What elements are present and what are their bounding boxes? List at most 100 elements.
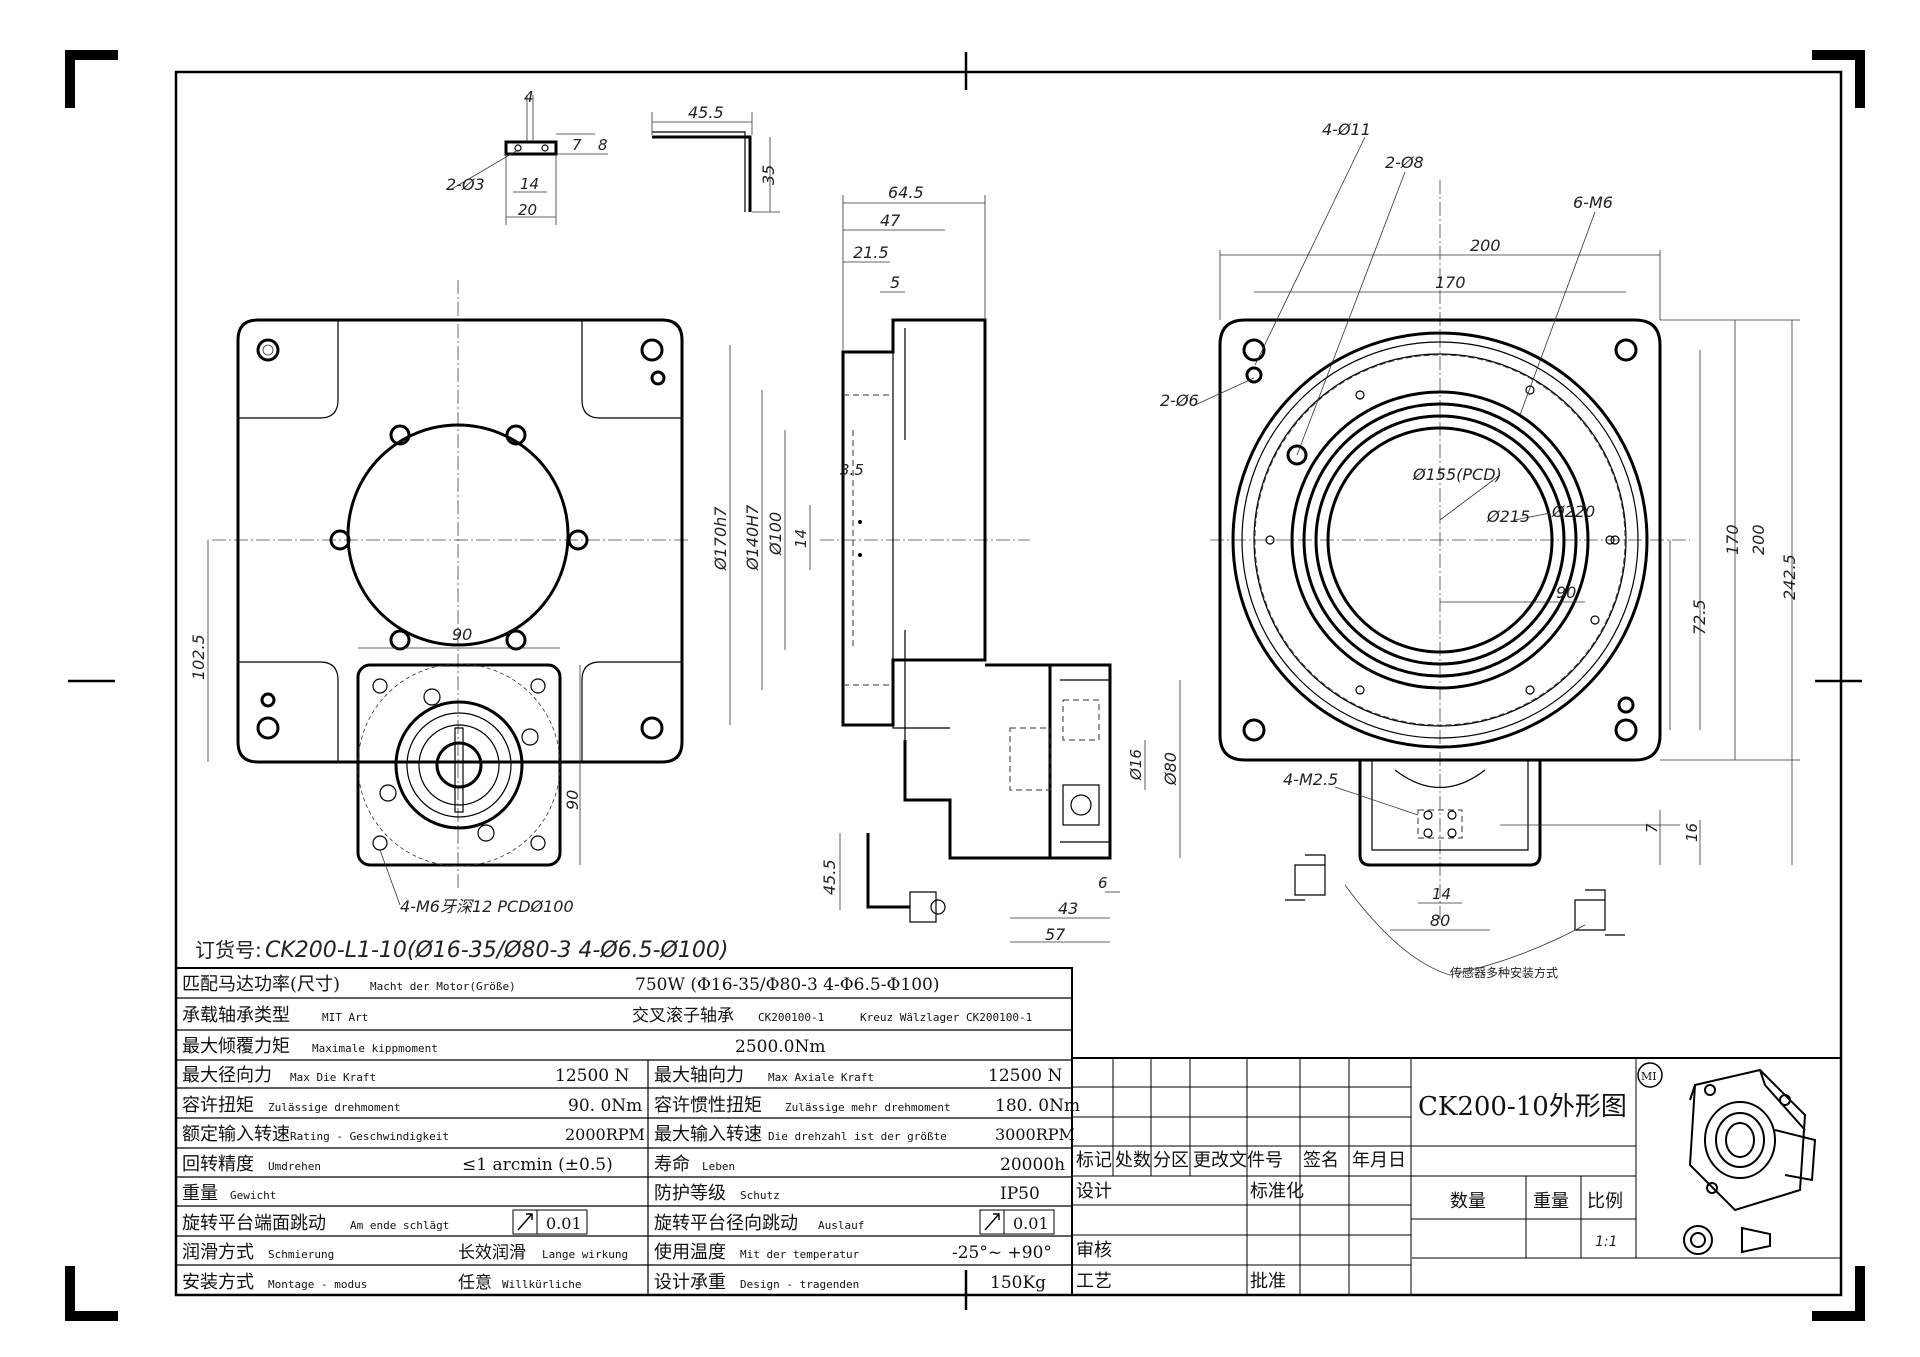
header-count: 处数 — [1115, 1150, 1151, 1171]
dim-side-100: Ø100 — [766, 512, 785, 556]
order-number: 订货号: CK200-L1-10(Ø16-35/Ø80-3 4-Ø6.5-Ø10… — [195, 938, 728, 963]
spec-max-speed-de: Die drehzahl ist der größte — [768, 1130, 947, 1143]
spec-axial-force-value: 12500 N — [988, 1066, 1062, 1086]
spec-motor-cn: 匹配马达功率(尺寸) — [182, 974, 340, 995]
spec-mounting-de: Montage - modus — [268, 1278, 367, 1291]
dim-side-80: Ø80 — [1161, 752, 1180, 786]
spec-axial-force-de: Max Axiale Kraft — [768, 1071, 874, 1084]
top-view: 4-Ø11 2-Ø8 6-M6 200 170 2-Ø6 Ø155(PCD) Ø… — [1160, 120, 1800, 980]
dim-angle-35: 35 — [759, 165, 778, 185]
dim-side-47: 47 — [880, 211, 901, 230]
dim-bracket-4: 4 — [524, 88, 534, 106]
spec-rated-speed-de: Rating - Geschwindigkeit — [290, 1130, 449, 1143]
dim-bracket-7: 7 — [572, 136, 582, 154]
dim-top-16: 16 — [1683, 823, 1701, 842]
dim-top-72-5: 72.5 — [1690, 599, 1709, 635]
dim-bracket-14: 14 — [520, 175, 539, 193]
spec-radial-force-value: 12500 N — [555, 1066, 629, 1086]
spec-lubrication-value: Lange wirkung — [542, 1248, 628, 1261]
corner-marks — [65, 50, 1865, 1321]
spec-tilting-de: Maximale kippmoment — [312, 1042, 438, 1055]
spec-radial-runout-de: Auslauf — [818, 1219, 864, 1232]
spec-inertia-torque-cn: 容许惯性扭矩 — [654, 1095, 762, 1116]
sensor-note: 传感器多种安装方式 — [1450, 965, 1558, 980]
small-bracket-view: 4 7 8 2-Ø3 14 20 — [446, 88, 608, 225]
dim-top-4-11: 4-Ø11 — [1322, 120, 1371, 139]
dim-front-thread-holes: 4-M6牙深12 PCDØ100 — [400, 897, 574, 916]
spec-protection-cn: 防护等级 — [654, 1183, 726, 1204]
dim-top-7: 7 — [1643, 823, 1661, 833]
spec-protection-value: IP50 — [1000, 1184, 1040, 1204]
dim-bracket-8: 8 — [598, 136, 608, 154]
runout-arrow-icon — [517, 1213, 533, 1231]
drawing-title: CK200-10外形图 — [1418, 1092, 1627, 1122]
spec-motor-de: Macht der Motor(Größe) — [370, 980, 516, 993]
dim-side-16: Ø16 — [1127, 749, 1145, 781]
spec-inertia-torque-de: Zulässige mehr drehmoment — [785, 1101, 951, 1114]
spec-accuracy-de: Umdrehen — [268, 1160, 321, 1173]
spec-life-cn: 寿命 — [654, 1154, 690, 1175]
spec-tilting-value: 2500.0Nm — [735, 1037, 825, 1057]
spec-table: 匹配马达功率(尺寸) Macht der Motor(Größe) 750W (… — [175, 967, 1080, 1296]
dim-top-200-v: 200 — [1749, 524, 1768, 555]
spec-bearing-de: MIT Art — [322, 1011, 368, 1024]
dim-front-90-h: 90 — [452, 625, 472, 644]
dim-top-2-8: 2-Ø8 — [1385, 153, 1424, 172]
dim-side-3-5: 3.5 — [840, 461, 864, 479]
company-logo: MI — [1637, 1062, 1663, 1088]
role-review: 审核 — [1076, 1240, 1112, 1261]
spec-axial-runout-cn: 旋转平台端面跳动 — [182, 1213, 326, 1234]
spec-axial-force-cn: 最大轴向力 — [654, 1065, 744, 1086]
dim-side-5: 5 — [890, 273, 900, 292]
spec-design-load-value: 150Kg — [990, 1273, 1046, 1293]
spec-radial-runout-value: 0.01 — [1013, 1214, 1049, 1233]
dim-side-6: 6 — [1098, 874, 1108, 892]
side-view: 64.5 47 21.5 5 Ø170h7 Ø140H7 Ø100 3.5 14… — [711, 183, 1181, 944]
spec-motor-value: 750W (Φ16-35/Φ80-3 4-Φ6.5-Φ100) — [635, 975, 939, 995]
spec-accuracy-cn: 回转精度 — [182, 1154, 254, 1175]
spec-bearing-value-cn-sub: CK200100-1 — [758, 1011, 824, 1024]
spec-max-speed-cn: 最大输入转速 — [654, 1124, 762, 1145]
spec-torque-cn: 容许扭矩 — [182, 1095, 254, 1116]
spec-radial-runout-cn: 旋转平台径向跳动 — [654, 1213, 798, 1234]
header-change-doc: 更改文件号 — [1193, 1150, 1283, 1171]
dim-side-43: 43 — [1058, 899, 1078, 918]
spec-torque-de: Zulässige drehmoment — [268, 1101, 400, 1114]
spec-protection-de: Schutz — [740, 1189, 780, 1202]
weight-label: 重量 — [1533, 1191, 1569, 1212]
spec-lubrication-cn: 润滑方式 — [182, 1242, 254, 1263]
dim-top-80: 80 — [1430, 911, 1450, 930]
projection-symbol-icon — [1683, 1225, 1771, 1255]
logo-text: MI — [1641, 1070, 1657, 1083]
spec-bearing-value-cn: 交叉滚子轴承 — [632, 1006, 734, 1026]
header-date: 年月日 — [1352, 1150, 1406, 1171]
qty-label: 数量 — [1450, 1191, 1486, 1212]
dim-front-102-5: 102.5 — [189, 634, 208, 680]
spec-weight-de: Gewicht — [230, 1189, 276, 1202]
spec-mounting-cn: 安装方式 — [182, 1272, 254, 1293]
spec-weight-cn: 重量 — [182, 1183, 218, 1204]
spec-design-load-cn: 设计承重 — [654, 1272, 726, 1293]
spec-mounting-value: Willkürliche — [502, 1278, 581, 1291]
angle-bracket-view: 45.5 35 — [651, 103, 780, 213]
order-label: 订货号: — [195, 938, 262, 962]
order-value: CK200-L1-10(Ø16-35/Ø80-3 4-Ø6.5-Ø100) — [265, 938, 728, 963]
spec-radial-force-cn: 最大径向力 — [182, 1065, 272, 1086]
dim-side-170h7: Ø170h7 — [711, 506, 730, 571]
spec-inertia-torque-value: 180. 0Nm — [995, 1096, 1080, 1116]
dim-front-90-v: 90 — [563, 790, 582, 810]
spec-lubrication-de: Schmierung — [268, 1248, 334, 1261]
scale-label: 比例 — [1587, 1191, 1623, 1212]
dim-angle-45-5: 45.5 — [688, 103, 724, 122]
dim-side-bracket-45-5: 45.5 — [820, 859, 839, 895]
dim-top-6-m6: 6-M6 — [1573, 193, 1613, 212]
dim-top-pcd-155: Ø155(PCD) — [1412, 465, 1502, 484]
spec-bearing-cn: 承载轴承类型 — [182, 1005, 290, 1026]
dim-top-242-5: 242.5 — [1780, 554, 1799, 600]
role-process: 工艺 — [1076, 1271, 1112, 1292]
role-standardization: 标准化 — [1250, 1181, 1304, 1202]
runout-arrow-icon — [984, 1213, 1000, 1231]
dim-top-90: 90 — [1556, 583, 1576, 602]
spec-max-speed-value: 3000RPM — [995, 1125, 1075, 1144]
front-view: 90 102.5 90 4-M6牙深12 PCDØ100 — [189, 280, 690, 916]
